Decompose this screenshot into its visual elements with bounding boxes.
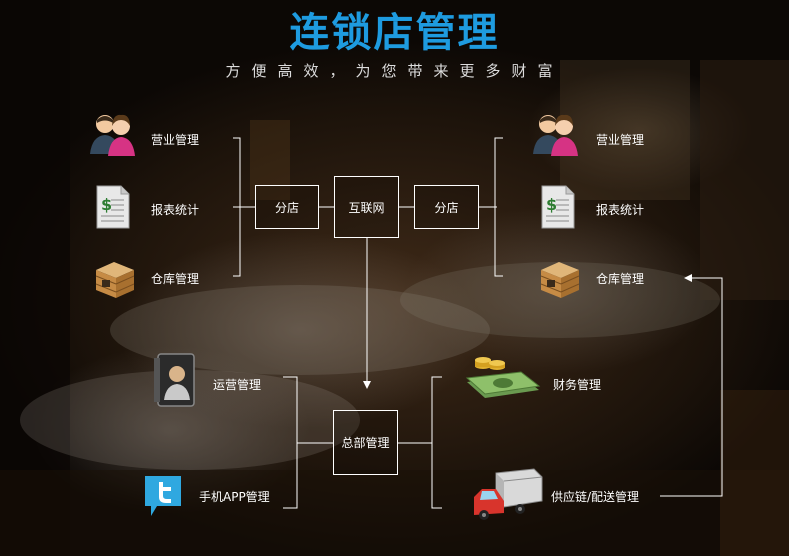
hq-item-operations-label: 运营管理 xyxy=(213,378,262,392)
right-item-report-label: 报表统计 xyxy=(596,203,645,217)
hq-item-finance-label: 财务管理 xyxy=(553,378,602,392)
internet-node: 互联网 xyxy=(334,176,399,238)
report-icon: $ xyxy=(541,185,575,229)
right-branch-node: 分店 xyxy=(414,185,479,229)
users-icon xyxy=(90,114,135,156)
page-title: 连锁店管理 xyxy=(289,10,500,56)
money-icon xyxy=(465,357,541,398)
page-subtitle: 方便高效，为您带来更多财富 xyxy=(225,62,564,80)
left-item-sales-label: 营业管理 xyxy=(151,133,200,147)
users-icon xyxy=(533,114,578,156)
contact-card-icon xyxy=(154,353,195,407)
twitter-bird-icon xyxy=(145,476,181,516)
svg-text:$: $ xyxy=(546,195,557,214)
hq-node: 总部管理 xyxy=(333,410,398,475)
report-icon: $ xyxy=(96,185,130,229)
right-item-sales-label: 营业管理 xyxy=(596,133,645,147)
left-item-warehouse-label: 仓库管理 xyxy=(151,272,200,286)
hq-item-supply-label: 供应链/配送管理 xyxy=(551,490,640,504)
left-branch-node: 分店 xyxy=(255,185,319,229)
left-item-report-label: 报表统计 xyxy=(151,203,200,217)
delivery-truck-icon xyxy=(474,468,543,520)
warehouse-box-icon xyxy=(540,262,580,298)
hq-item-app-label: 手机APP管理 xyxy=(199,490,270,504)
right-item-warehouse-label: 仓库管理 xyxy=(596,272,645,286)
warehouse-box-icon xyxy=(95,262,135,298)
svg-text:$: $ xyxy=(101,195,112,214)
